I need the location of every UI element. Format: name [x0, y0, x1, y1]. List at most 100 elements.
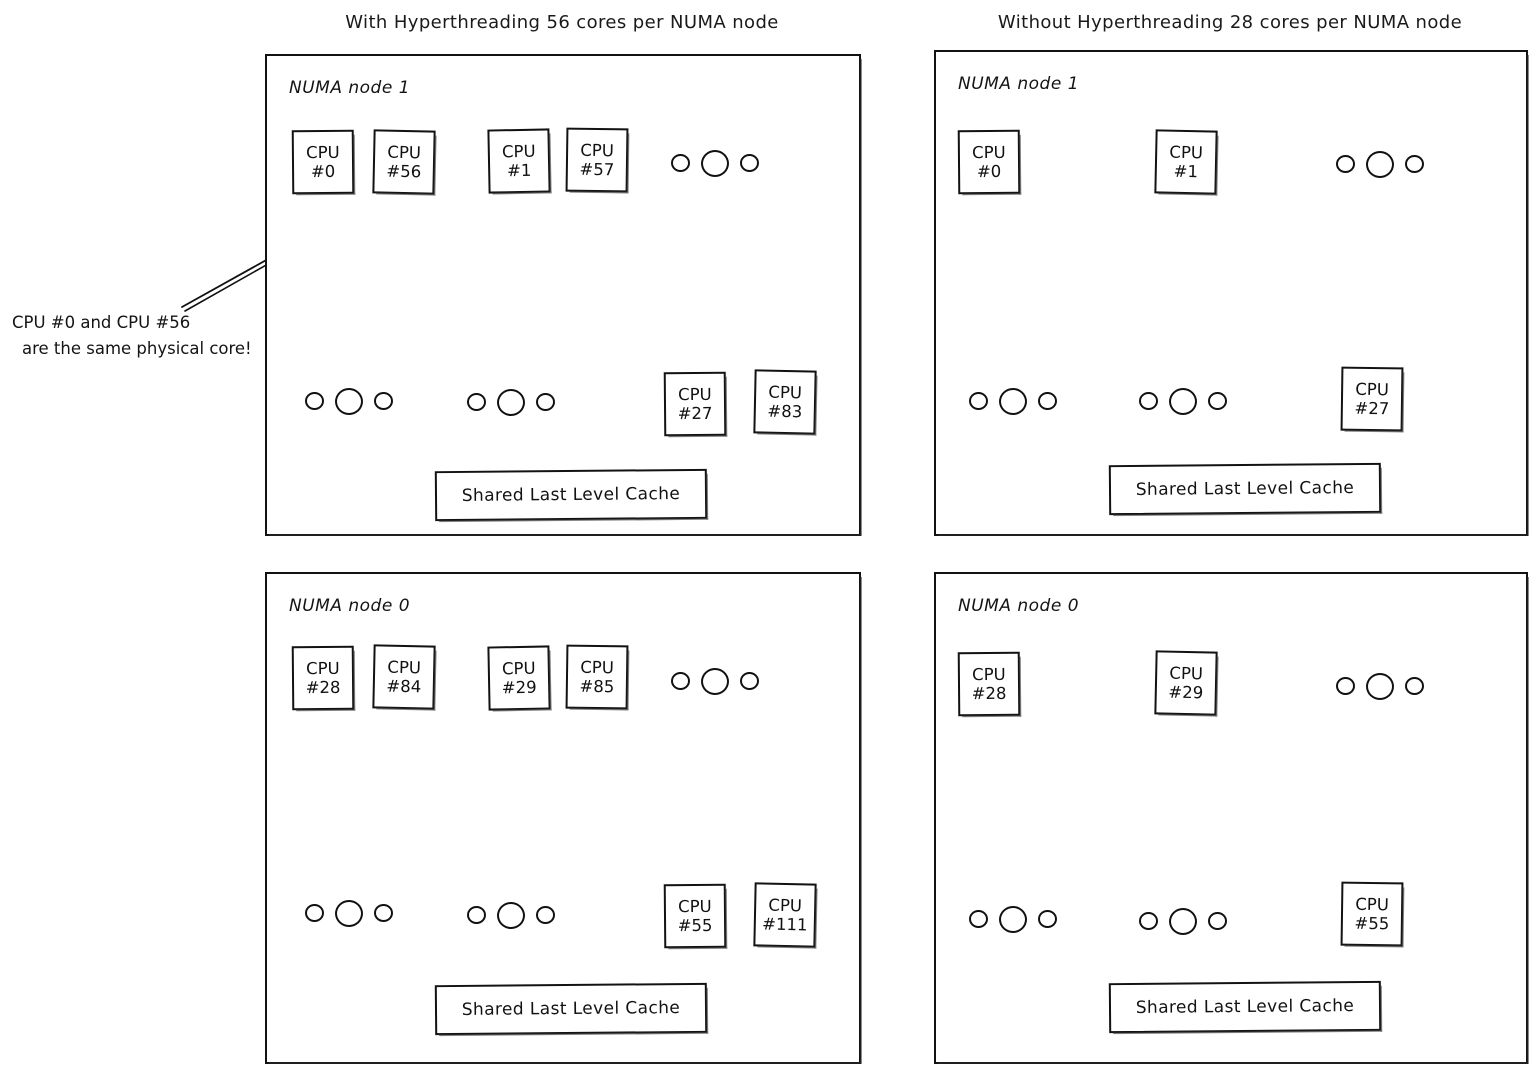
- cpu-box-28[interactable]: CPU #28: [291, 645, 355, 711]
- ellipsis-dots-bottom-middle: [467, 385, 555, 419]
- ellipsis-dot: [1366, 150, 1394, 178]
- ellipsis-dot: [374, 904, 393, 922]
- shared-last-level-cache-box[interactable]: Shared Last Level Cache: [434, 468, 708, 522]
- ellipsis-dots-top: [671, 146, 759, 180]
- ellipsis-dot: [374, 392, 393, 410]
- cpu-box-word: CPU: [678, 384, 712, 405]
- ellipsis-dot: [1169, 907, 1197, 935]
- ellipsis-dot: [1366, 672, 1394, 700]
- cpu-box-29[interactable]: CPU #29: [1154, 650, 1218, 716]
- ellipsis-dot: [999, 387, 1027, 415]
- panel-hyperthreading-numa-node-1: NUMA node 1 CPU #0 CPU #56 CPU #1 CPU #5…: [265, 54, 862, 536]
- cpu-box-57[interactable]: CPU #57: [565, 127, 629, 193]
- ellipsis-dots-bottom-left: [969, 902, 1057, 936]
- annotation-line-2: are the same physical core!: [22, 338, 252, 358]
- cpu-box-1[interactable]: CPU #1: [1154, 129, 1218, 195]
- cpu-box-number: #56: [386, 161, 422, 182]
- cpu-box-0[interactable]: CPU #0: [957, 129, 1021, 195]
- cpu-box-85[interactable]: CPU #85: [565, 644, 629, 710]
- ellipsis-dot: [1139, 392, 1158, 410]
- cpu-box-word: CPU: [768, 382, 803, 403]
- ellipsis-dot: [999, 905, 1027, 933]
- cpu-box-word: CPU: [1169, 142, 1204, 163]
- cpu-box-1[interactable]: CPU #1: [487, 128, 551, 194]
- cpu-box-number: #28: [971, 683, 1007, 704]
- cpu-box-27[interactable]: CPU #27: [663, 371, 727, 437]
- ellipsis-dot: [969, 392, 988, 410]
- cpu-box-number: #111: [761, 914, 808, 935]
- cpu-box-word: CPU: [306, 658, 340, 679]
- annotation-text: CPU #0 and CPU #56 are the same physical…: [12, 310, 312, 361]
- cpu-box-word: CPU: [580, 140, 615, 161]
- ellipsis-dot: [305, 904, 324, 922]
- shared-last-level-cache-box[interactable]: Shared Last Level Cache: [1108, 980, 1382, 1034]
- cpu-box-55[interactable]: CPU #55: [663, 883, 727, 949]
- shared-last-level-cache-box[interactable]: Shared Last Level Cache: [1108, 462, 1382, 516]
- cpu-box-number: #57: [579, 159, 615, 180]
- panel-hyperthreading-numa-node-0: NUMA node 0 CPU #28 CPU #84 CPU #29 CPU …: [265, 572, 862, 1064]
- cpu-box-number: #27: [1354, 398, 1390, 419]
- cpu-box-word: CPU: [678, 896, 712, 917]
- ellipsis-dot: [1208, 912, 1227, 930]
- cpu-box-111[interactable]: CPU #111: [753, 882, 817, 948]
- cpu-box-number: #28: [305, 677, 341, 698]
- node-label: NUMA node 1: [289, 78, 411, 98]
- cpu-box-number: #1: [1173, 161, 1199, 182]
- ellipsis-dots-bottom-middle: [467, 898, 555, 932]
- cpu-box-27[interactable]: CPU #27: [1340, 366, 1404, 432]
- ellipsis-dot: [1038, 910, 1057, 928]
- cpu-box-83[interactable]: CPU #83: [753, 369, 817, 435]
- ellipsis-dot: [1405, 155, 1424, 173]
- cpu-box-number: #0: [310, 161, 336, 182]
- ellipsis-dot: [1405, 677, 1424, 695]
- cpu-box-number: #29: [501, 677, 537, 698]
- cpu-box-84[interactable]: CPU #84: [372, 644, 436, 710]
- cpu-box-word: CPU: [768, 895, 803, 916]
- cpu-box-number: #55: [1354, 913, 1390, 934]
- ellipsis-dot: [740, 672, 759, 690]
- ellipsis-dot: [671, 672, 690, 690]
- cpu-box-0[interactable]: CPU #0: [291, 129, 355, 195]
- node-label: NUMA node 0: [958, 596, 1080, 616]
- ellipsis-dot: [497, 901, 525, 929]
- ellipsis-dots-bottom-left: [969, 384, 1057, 418]
- cpu-box-56[interactable]: CPU #56: [372, 129, 436, 195]
- cpu-box-55[interactable]: CPU #55: [1340, 881, 1404, 947]
- ellipsis-dot: [1208, 392, 1227, 410]
- ellipsis-dots-top: [1336, 147, 1424, 181]
- cpu-box-word: CPU: [387, 657, 422, 678]
- panel-no-hyperthreading-numa-node-0: NUMA node 0 CPU #28 CPU #29 CPU #55: [934, 572, 1529, 1064]
- ellipsis-dot: [497, 388, 525, 416]
- cpu-box-word: CPU: [1355, 379, 1390, 400]
- annotation-line-1: CPU #0 and CPU #56: [12, 313, 191, 332]
- ellipsis-dot: [305, 392, 324, 410]
- shared-last-level-cache-box[interactable]: Shared Last Level Cache: [434, 982, 708, 1036]
- cpu-box-word: CPU: [387, 142, 422, 163]
- cpu-box-word: CPU: [972, 664, 1006, 685]
- ellipsis-dot: [1169, 387, 1197, 415]
- ellipsis-dots-bottom-left: [305, 896, 393, 930]
- cpu-box-word: CPU: [580, 657, 615, 678]
- ellipsis-dot: [1336, 155, 1355, 173]
- cpu-box-word: CPU: [306, 142, 340, 163]
- cpu-box-29[interactable]: CPU #29: [487, 645, 551, 711]
- column-title-without-hyperthreading: Without Hyperthreading 28 cores per NUMA…: [997, 12, 1463, 33]
- ellipsis-dot: [536, 393, 555, 411]
- ellipsis-dot: [536, 906, 555, 924]
- ellipsis-dot: [701, 667, 729, 695]
- cpu-box-number: #0: [976, 161, 1002, 182]
- ellipsis-dot: [467, 906, 486, 924]
- cpu-box-number: #27: [677, 403, 713, 424]
- node-label: NUMA node 0: [289, 596, 411, 616]
- cpu-box-number: #83: [767, 401, 803, 422]
- cpu-box-28[interactable]: CPU #28: [957, 651, 1021, 717]
- column-title-with-hyperthreading: With Hyperthreading 56 cores per NUMA no…: [345, 12, 779, 33]
- ellipsis-dot: [701, 149, 729, 177]
- node-label: NUMA node 1: [958, 74, 1080, 94]
- ellipsis-dot: [740, 154, 759, 172]
- cpu-box-word: CPU: [1355, 894, 1390, 915]
- cpu-box-word: CPU: [972, 142, 1006, 163]
- ellipsis-dot: [1336, 677, 1355, 695]
- ellipsis-dot: [467, 393, 486, 411]
